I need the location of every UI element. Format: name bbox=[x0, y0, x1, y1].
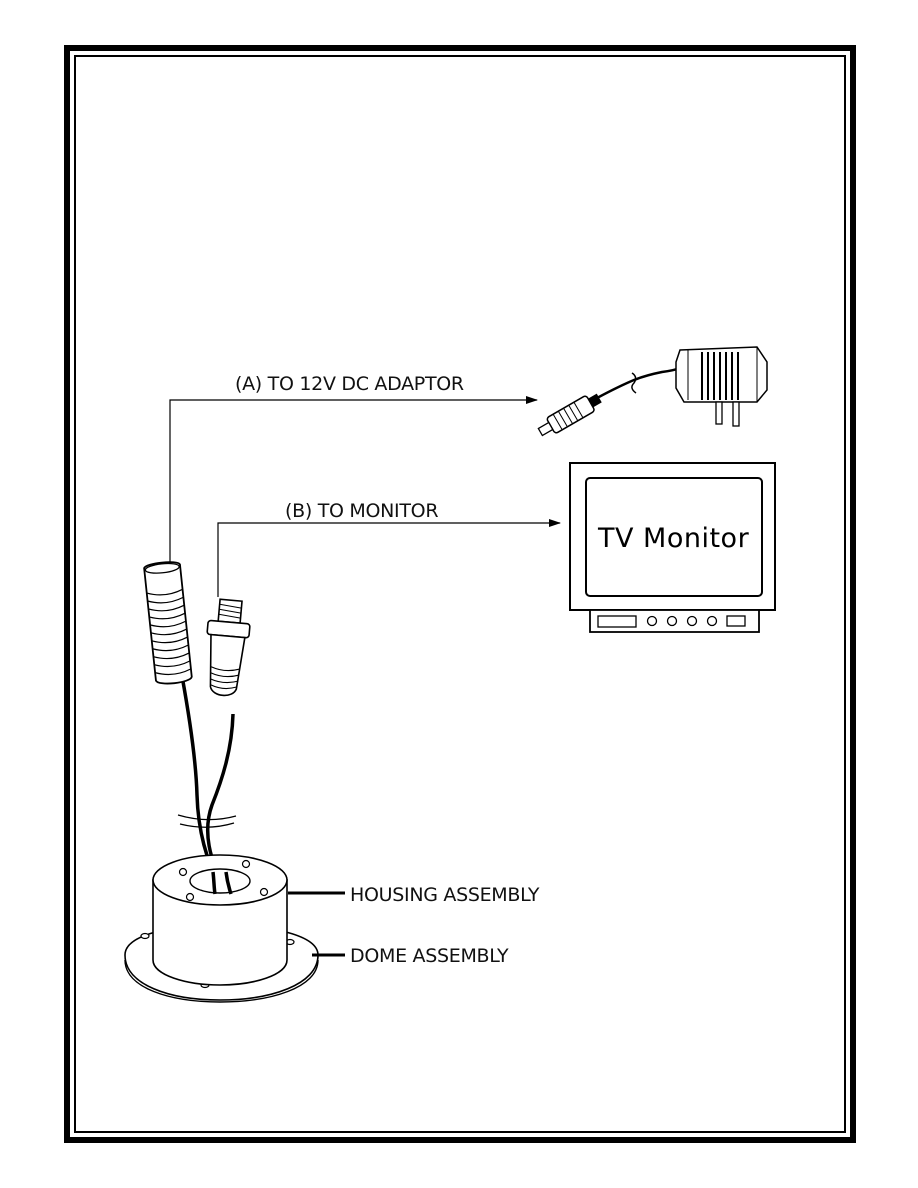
tv-monitor-label: TV Monitor bbox=[597, 523, 750, 554]
dc-adaptor-illustration bbox=[537, 346, 768, 437]
page-border-outer bbox=[64, 45, 856, 1143]
leader-line-a bbox=[169, 396, 538, 565]
tv-monitor-illustration: TV Monitor bbox=[569, 462, 776, 633]
power-connector bbox=[143, 561, 193, 685]
video-connector bbox=[206, 598, 251, 697]
page-border-inner bbox=[74, 55, 846, 1133]
leader-line-b bbox=[217, 519, 561, 597]
label-monitor: (B) TO MONITOR bbox=[285, 500, 438, 522]
label-adaptor: (A) TO 12V DC ADAPTOR bbox=[235, 373, 464, 395]
housing-dome-illustration bbox=[124, 854, 319, 1003]
label-dome: DOME ASSEMBLY bbox=[350, 945, 509, 967]
label-housing: HOUSING ASSEMBLY bbox=[350, 884, 540, 906]
